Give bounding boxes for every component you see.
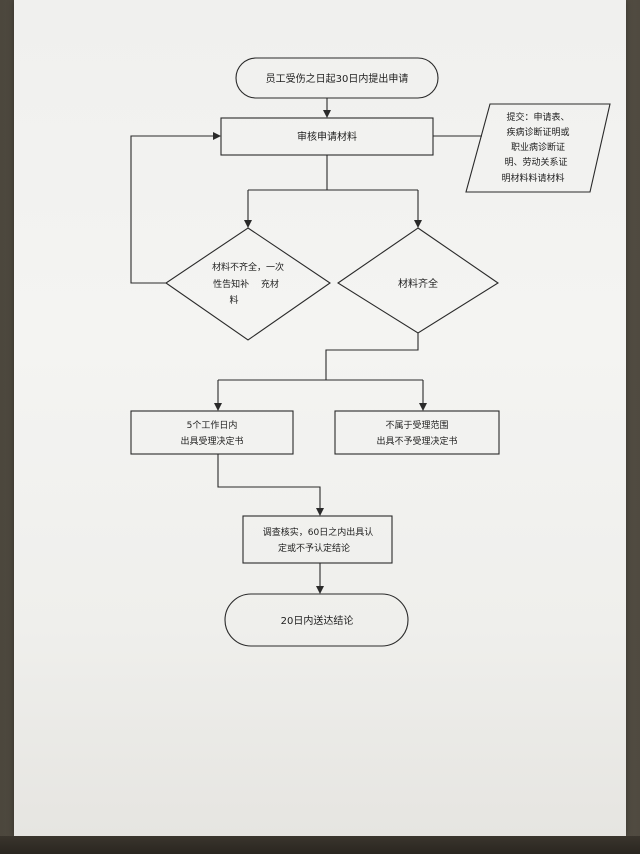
submit-line-2: 疾病诊断证明或 xyxy=(506,126,569,138)
start-terminator: 员工受伤之日起30日内提出申请 xyxy=(235,57,439,99)
arrowhead-accept-investigate xyxy=(316,508,324,516)
connector-complete-split xyxy=(325,333,419,380)
accept-process: 5个工作日内 出具受理决定书 xyxy=(130,410,294,455)
reject-process: 不属于受理范围 出具不予受理决定书 xyxy=(334,410,500,455)
submit-shape xyxy=(465,103,611,193)
submit-line-3: 职业病诊断证 xyxy=(511,141,565,153)
complete-decision: 材料齐全 xyxy=(336,227,500,334)
arrowhead-to-reject xyxy=(419,403,427,411)
arrowhead-investigate-end xyxy=(316,586,324,594)
review-label: 审核申请材料 xyxy=(297,130,357,143)
arrowhead-to-accept xyxy=(214,403,222,411)
arrowhead-to-incomplete xyxy=(244,220,252,228)
arrowhead-to-complete xyxy=(414,220,422,228)
start-label: 员工受伤之日起30日内提出申请 xyxy=(266,72,409,85)
end-terminator: 20日内送达结论 xyxy=(224,593,409,647)
incomplete-line-3: 料 xyxy=(229,294,238,306)
connector-loop-back xyxy=(130,135,215,284)
paper-sheet xyxy=(14,0,626,836)
incomplete-decision: 材料不齐全，一次 性告知补 充材 料 xyxy=(165,227,331,341)
submit-line-4: 明、劳动关系证 xyxy=(504,156,567,168)
incomplete-shape xyxy=(165,227,331,341)
end-shape xyxy=(224,593,409,647)
arrowhead-loop-back xyxy=(213,132,221,140)
accept-line-2: 出具受理决定书 xyxy=(180,435,243,447)
incomplete-line-2: 性告知补 充材 xyxy=(213,278,279,290)
submit-line-1: 提交：申请表、 xyxy=(506,111,569,123)
reject-shape xyxy=(334,410,500,455)
reject-line-1: 不属于受理范围 xyxy=(385,419,448,431)
accept-line-1: 5个工作日内 xyxy=(187,419,238,431)
complete-label: 材料齐全 xyxy=(398,277,438,290)
submit-materials-data: 提交：申请表、 疾病诊断证明或 职业病诊断证 明、劳动关系证 明材料料请材料 xyxy=(465,103,611,193)
table-edge xyxy=(0,836,640,854)
end-label: 20日内送达结论 xyxy=(281,614,354,627)
investigate-line-1: 调查核实，60日之内出具认 xyxy=(263,526,373,538)
investigate-shape xyxy=(242,515,393,564)
accept-shape xyxy=(130,410,294,455)
incomplete-line-1: 材料不齐全，一次 xyxy=(212,261,284,273)
connector-accept-investigate xyxy=(217,454,321,510)
investigate-process: 调查核实，60日之内出具认 定或不予认定结论 xyxy=(242,515,393,564)
investigate-line-2: 定或不予认定结论 xyxy=(278,542,350,554)
arrowhead-start-review xyxy=(323,110,331,118)
reject-line-2: 出具不予受理决定书 xyxy=(376,435,457,447)
submit-line-5: 明材料料请材料 xyxy=(501,172,564,184)
start-shape xyxy=(235,57,439,99)
review-process: 审核申请材料 xyxy=(220,117,434,156)
